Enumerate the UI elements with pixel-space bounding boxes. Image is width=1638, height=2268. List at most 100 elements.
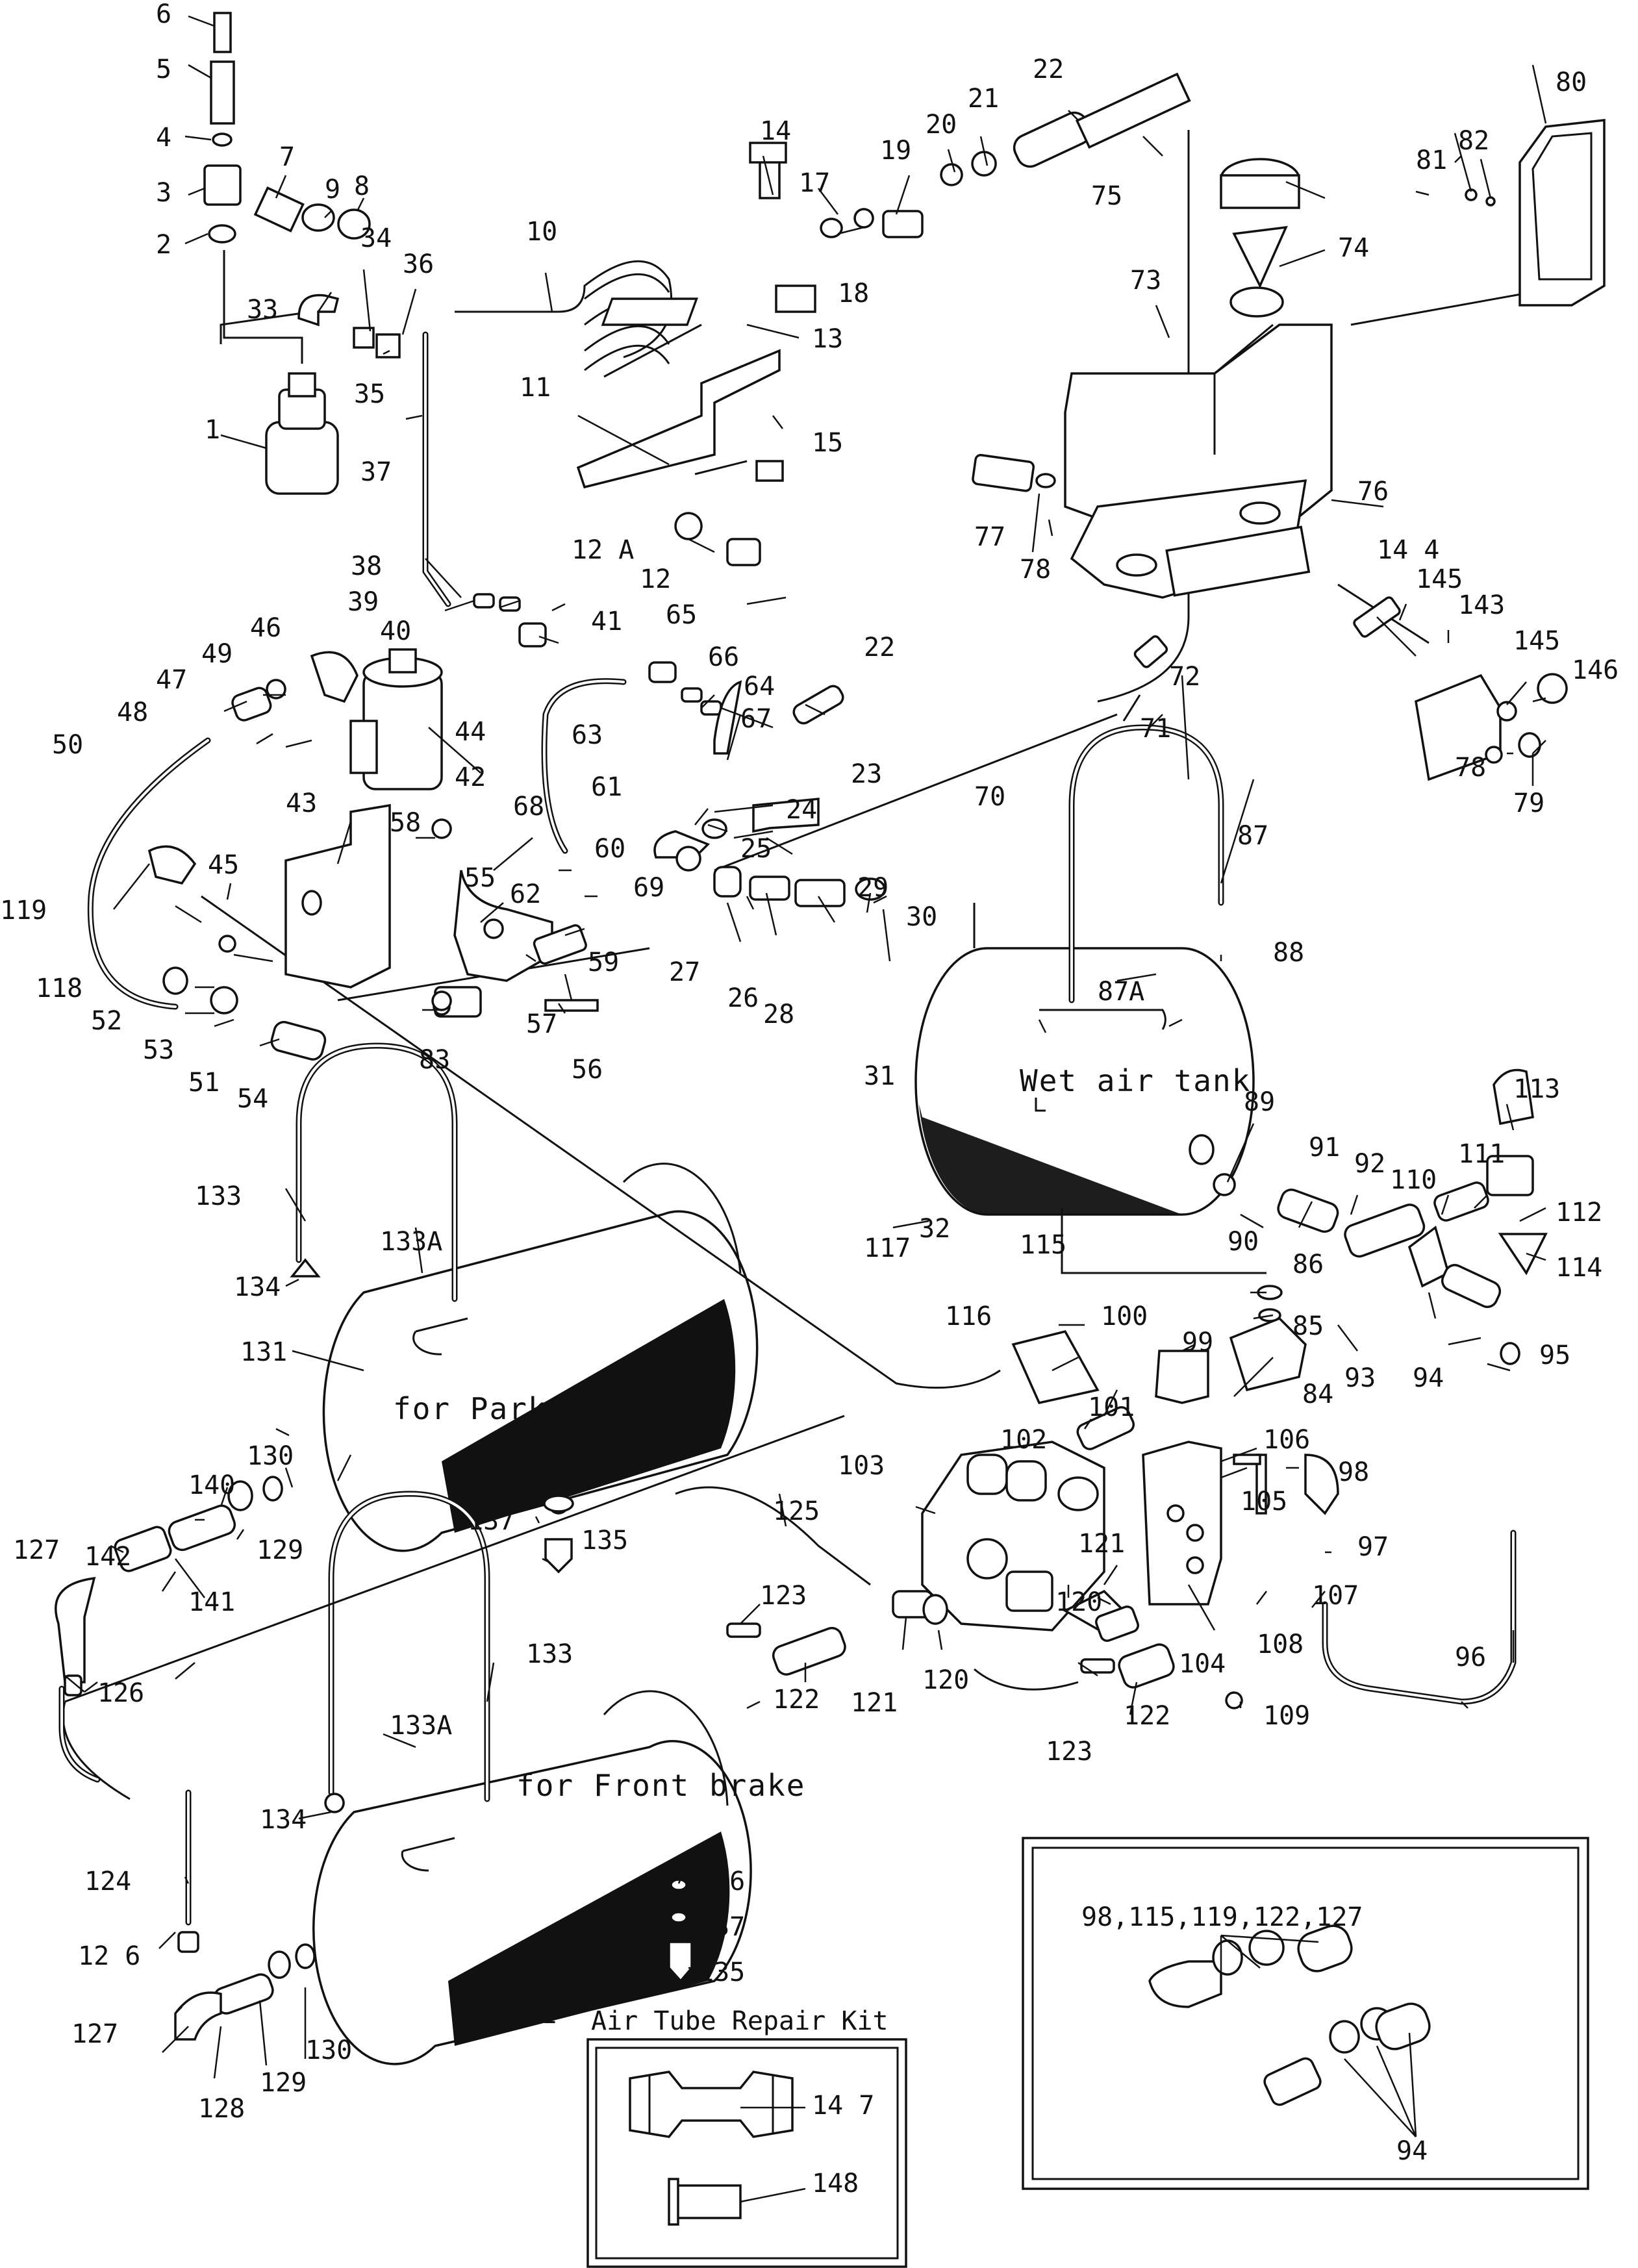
callout-label: 73: [1130, 266, 1161, 296]
callout-label: 104: [1179, 1649, 1226, 1679]
callout-label: 136: [698, 1867, 745, 1896]
callout-label: 130: [247, 1441, 294, 1471]
callout-label: 3: [156, 178, 171, 208]
callout-label: 71: [1140, 714, 1171, 744]
callout-label: 85: [1292, 1311, 1324, 1341]
callout-label: 68: [513, 792, 544, 822]
callout-label: 36: [403, 249, 434, 279]
callout-label: 142: [84, 1542, 131, 1572]
callout-label: 102: [1000, 1425, 1047, 1455]
callout-label: 5: [156, 55, 171, 84]
tube-lines: [58, 130, 1605, 1926]
callout-label: 86: [1292, 1250, 1324, 1279]
callout-label: 130: [305, 2035, 352, 2065]
callout-label: 137: [468, 1506, 514, 1536]
callout-label: 7: [279, 142, 295, 172]
callout-label: 76: [1357, 477, 1389, 507]
repair-kit-box: Air Tube Repair Kit: [586, 2006, 907, 2268]
callout-label: 134: [234, 1272, 281, 1302]
callout-label: 82: [1458, 126, 1489, 156]
callout-label: 116: [945, 1302, 992, 1331]
wet-air-tank-label: Wet air tank: [1020, 1063, 1251, 1098]
callout-label: 75: [1091, 181, 1122, 211]
callout-label: 14 4: [1377, 535, 1439, 565]
callout-label: 13: [812, 324, 843, 354]
callout-label: 22: [864, 633, 895, 662]
callout-label: 117: [864, 1233, 911, 1263]
callout-label: 78: [1455, 753, 1486, 783]
callout-label: 49: [201, 639, 233, 669]
callout-label: 125: [773, 1496, 820, 1526]
callout-label: 61: [591, 772, 622, 802]
coil-and-bracket: [455, 72, 1191, 566]
callout-label: 12: [640, 564, 671, 594]
callout-label: 115: [1020, 1230, 1066, 1260]
callout-label: 110: [1390, 1165, 1437, 1195]
callout-label: 27: [669, 957, 700, 987]
callout-label: 129: [257, 1535, 303, 1565]
callout-label: 9: [325, 175, 340, 205]
callout-label: 121: [851, 1688, 898, 1718]
callout-label: 133A: [380, 1227, 442, 1257]
callout-label: 53: [143, 1035, 174, 1065]
callout-label: 22: [1033, 55, 1064, 84]
callout-label: 99: [1182, 1328, 1213, 1357]
callout-label: 106: [1263, 1425, 1310, 1455]
callout-label: 146: [1572, 655, 1619, 685]
callout-label: 64: [744, 672, 775, 701]
callout-label: 113: [1513, 1074, 1560, 1104]
callout-label: 96: [1455, 1643, 1486, 1672]
callout-label: 1: [205, 415, 220, 445]
compressor-assembly: [223, 250, 339, 495]
callout-label: 78: [1020, 555, 1051, 585]
reservoir-tank: [972, 158, 1333, 668]
callout-label: 127: [71, 2019, 118, 2049]
callout-label: 4: [156, 123, 171, 153]
callout-label: 120: [1055, 1587, 1102, 1617]
callout-label: 92: [1354, 1149, 1385, 1179]
callout-label: 19: [880, 136, 911, 166]
callout-label: 60: [594, 834, 625, 864]
callout-label: 72: [1169, 662, 1200, 692]
callout-label: 84: [1302, 1380, 1333, 1409]
callout-label: 24: [786, 795, 817, 825]
callout-label: 88: [1273, 938, 1304, 968]
callout-label: 18: [838, 279, 869, 309]
parking-tank-fittings: [55, 1476, 574, 1696]
callout-label: 40: [380, 616, 411, 646]
callout-label: 98: [1338, 1457, 1369, 1487]
parking-brake-tank: for Parking brake: [322, 1163, 759, 1552]
callout-label: 93: [1344, 1363, 1376, 1393]
callout-label: 14: [760, 116, 791, 146]
callout-label: 42: [455, 762, 486, 792]
callout-label: 80: [1556, 68, 1587, 97]
callout-label: 134: [260, 1805, 307, 1835]
callout-label: 108: [1257, 1630, 1304, 1659]
callout-label: 26: [727, 983, 759, 1013]
callout-label: 44: [455, 717, 486, 747]
callout-label: 30: [906, 902, 937, 932]
callout-label: 90: [1228, 1227, 1259, 1257]
callout-label: 123: [1046, 1737, 1092, 1767]
callout-label: 135: [698, 1958, 745, 1987]
callout-label: 41: [591, 607, 622, 636]
callout-label: 129: [260, 2068, 307, 2098]
callout-numbers: 6 5 4 3 2 7 9 8 34 36 33 35 1 37 10 11 1…: [0, 0, 1619, 2199]
callout-label: 45: [208, 850, 239, 880]
callout-label: 127: [13, 1535, 60, 1565]
callout-label: 131: [510, 2000, 557, 2030]
callout-label: 131: [240, 1337, 287, 1367]
callout-label: 123: [760, 1581, 807, 1611]
callout-label: 103: [838, 1451, 885, 1481]
repair-kit-title: Air Tube Repair Kit: [591, 2006, 888, 2036]
callout-label: 57: [526, 1009, 557, 1039]
callout-label: 56: [572, 1055, 603, 1085]
callout-label: 12 6: [78, 1941, 140, 1971]
front-brake-tank: for Front brake: [312, 1690, 804, 2065]
kit-union-icon: [629, 2071, 794, 2138]
callout-label: 137: [698, 1912, 745, 1942]
callout-label: 145: [1416, 564, 1463, 594]
callout-label: 124: [84, 1867, 131, 1896]
callout-label: 28: [763, 1000, 794, 1029]
